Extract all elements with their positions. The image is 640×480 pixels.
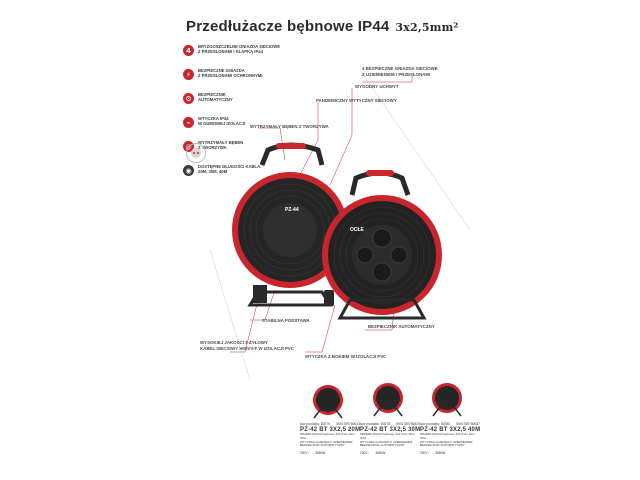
feature-text: BRYZGOSZCZELNE GNIAZDA SIECIOWE Z PRZESŁ…: [198, 44, 281, 55]
drum-reel-back: [232, 142, 348, 307]
product-ean: 5901789780637: [456, 422, 480, 426]
product-code: kod produktu: 80278: [360, 422, 391, 426]
product-desc: PRZEDŁUŻACZ bębnowy 3x2,5mm 30m IP44 WTY…: [360, 432, 415, 448]
socket-count-icon: 4: [183, 45, 194, 56]
drum-model-label: PZ-44: [285, 207, 299, 213]
product-card: kod produktu: 80279 5901789780613 PZ-42 B…: [300, 420, 360, 455]
drum-reel-front: [322, 170, 442, 320]
feature-text: BEZPIECZNIK AUTOMATYCZNY: [198, 92, 233, 103]
breaker-icon: ⚙: [183, 93, 194, 104]
product-desc: PRZEDŁUŻACZ bębnowy 3x2,5mm 20m IP44 WTY…: [300, 432, 355, 448]
feature-item: ⚙ BEZPIECZNIK AUTOMATYCZNY: [183, 92, 303, 114]
product-thumb-30m: [373, 383, 403, 417]
product-voltage: 230V~: [360, 451, 370, 456]
callout-sockets: 4 BEZPIECZNE GNIAZDA SIECIOWE Z UZIEMIEN…: [362, 66, 438, 77]
title-spec: 3x2,5mm²: [395, 21, 459, 34]
product-code: kod produktu: 80280: [420, 422, 451, 426]
product-card: kod produktu: 80280 5901789780637 PZ-42 B…: [420, 420, 480, 455]
feature-item: ⚡ BEZPIECZNE GNIAZDA Z PRZESŁONAMI OCHRO…: [183, 68, 303, 90]
cable-length-icon: ◉: [183, 165, 194, 176]
product-power: 3680W: [435, 451, 446, 456]
product-voltage: 230V~: [300, 451, 310, 456]
product-desc: PRZEDŁUŻACZ bębnowy 3x2,5mm 40m IP44 WTY…: [420, 432, 475, 448]
page-title: Przedłużacze bębnowe IP44 3x2,5mm²: [186, 18, 458, 35]
shield-icon: ⚡: [183, 69, 194, 80]
callout-handle: WYGODNY UCHWYT: [355, 84, 399, 89]
product-thumb-20m: [313, 385, 343, 419]
callout-base: STABILNA PODSTAWA: [262, 318, 310, 323]
callout-cable: WYSOKIEJ JAKOŚCI 3-ŻYŁOWY KABEL SIECIOWY…: [200, 340, 295, 351]
product-power: 3680W: [375, 451, 386, 456]
product-name: PZ-42 BT 3X2,5 30M: [360, 427, 421, 433]
product-ean: 5901789780613: [336, 422, 360, 426]
guide-lines: [209, 69, 471, 381]
product-name: PZ-42 BT 3X2,5 20M: [300, 427, 361, 433]
product-voltage: 230V~: [420, 451, 430, 456]
product-ean: 5901789780620: [396, 422, 420, 426]
callout-plug-switch: PANDEMICZNY WYTYCZNY SIECIOWY: [316, 98, 397, 103]
brand-label: OCŁE: [350, 227, 364, 233]
callout-drum: WYTRZYMAŁY BĘBEN Z TWORZYWA: [250, 124, 329, 129]
callout-lines: [230, 76, 413, 353]
feature-item: ◉ DOSTĘPNE DŁUGOŚCI KABLA: 20m, 30m, 40m: [183, 164, 303, 186]
product-code: kod produktu: 80279: [300, 422, 331, 426]
product-name: PZ-42 BT 3X2,5 40M: [420, 427, 481, 433]
feature-item: 4 BRYZGOSZCZELNE GNIAZDA SIECIOWE Z PRZE…: [183, 44, 303, 66]
product-thumb-40m: [432, 383, 462, 417]
feature-text: WTYCZKA IP44 W GUMOWEJ IZOLACJI: [198, 116, 246, 127]
title-text: Przedłużacze bębnowe IP44: [186, 18, 390, 35]
product-card: kod produktu: 80278 5901789780620 PZ-42 B…: [360, 420, 420, 455]
product-power: 3680W: [315, 451, 326, 456]
feature-item: ⌁ WTYCZKA IP44 W GUMOWEJ IZOLACJI: [183, 116, 303, 138]
callout-breaker: BEZPIECZNIK AUTOMATYCZNY: [368, 324, 435, 329]
plug-icon: ⌁: [183, 117, 194, 128]
feature-text: BEZPIECZNE GNIAZDA Z PRZESŁONAMI OCHRONN…: [198, 68, 263, 79]
feature-text: DOSTĘPNE DŁUGOŚCI KABLA: 20m, 30m, 40m: [198, 164, 262, 175]
socket-seal-icon: [186, 143, 206, 163]
callout-plug: WTYCZKA Z BOKIEM W IZOLACJI PVC: [305, 354, 387, 359]
